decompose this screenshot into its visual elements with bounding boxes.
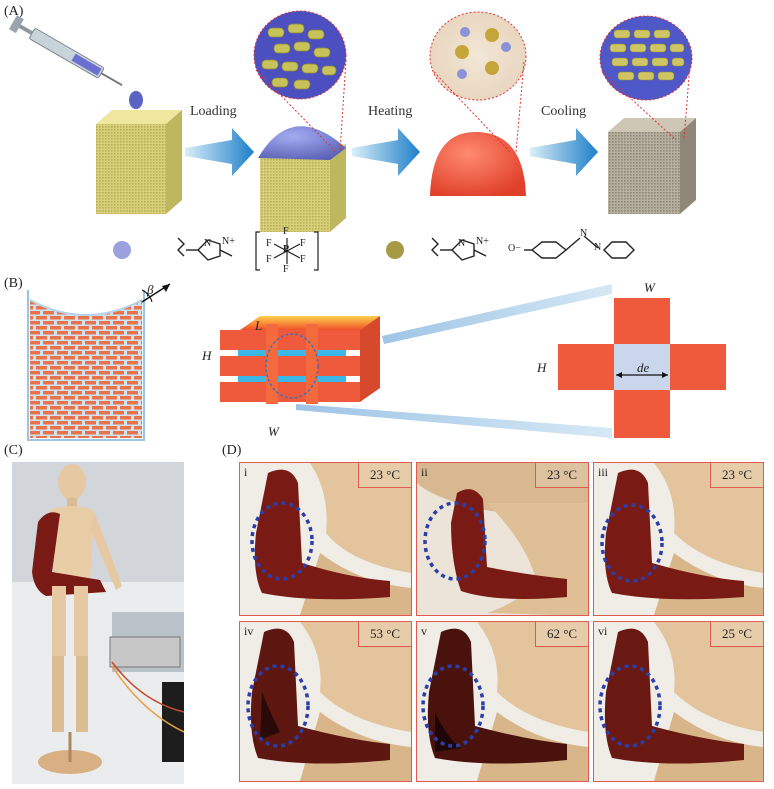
zoom-cooled (599, 15, 693, 141)
length-L-label: L (255, 318, 263, 333)
beta-label: β (147, 282, 154, 297)
mol2-ominus-label: O− (508, 243, 521, 254)
pf6-f-right-top: F (300, 238, 306, 249)
photo-i: i 23 °C (239, 462, 412, 616)
azobenzene-dye-structure (431, 235, 635, 261)
mol1-n-label: N (204, 238, 212, 249)
photo-mannequin (12, 462, 184, 784)
photo-iv: iv 53 °C (239, 621, 412, 782)
dye-dot-gold (386, 241, 404, 259)
step-heating-label: Heating (368, 104, 413, 119)
photo-v: v 62 °C (416, 621, 589, 782)
photo-ii-temp: 23 °C (535, 463, 588, 488)
melt-dome (430, 131, 526, 196)
zoom-loaded-pores (253, 10, 347, 153)
scaffold-cube-2 (258, 126, 346, 232)
magnify-beam-top (382, 284, 612, 344)
magnify-beam-bottom (296, 404, 612, 438)
zoom-melt (429, 11, 527, 153)
panel-a-schematic (8, 10, 696, 271)
photo-iii-label: iii (598, 465, 609, 479)
photo-iii: iii 23 °C (593, 462, 764, 616)
panel-label-b: (B) (4, 276, 23, 291)
cross-H-label: H (537, 360, 547, 375)
scaffold-cube-1 (96, 110, 182, 214)
syringe-icon (8, 15, 123, 87)
cation-anion-dot-blue (113, 241, 131, 259)
cross-W-label: W (644, 280, 655, 295)
photo-v-label: v (421, 624, 427, 638)
photo-iv-temp: 53 °C (358, 622, 411, 647)
pf6-f-bottom: F (283, 264, 289, 275)
photo-iv-label: iv (244, 624, 254, 638)
width-W-label: W (268, 424, 279, 439)
panel-label-d: (D) (222, 443, 242, 458)
pf6-p-label: P (283, 244, 290, 255)
pore-diameter-label: de (637, 360, 650, 375)
mol2-nplus-label: N+ (476, 236, 489, 247)
step-cooling-label: Cooling (541, 104, 587, 119)
lattice-3d (220, 316, 380, 404)
azo-n1-label: N (580, 228, 588, 239)
mol2-n-label: N (458, 238, 466, 249)
panel-label-a: (A) (4, 4, 24, 19)
photo-ii: ii 23 °C (416, 462, 589, 616)
photo-vi-label: vi (598, 624, 608, 638)
photo-i-label: i (244, 465, 248, 479)
azo-n2-label: N (594, 242, 602, 253)
pf6-anion-structure (255, 231, 319, 271)
pore-container (27, 283, 171, 441)
pf6-f-left-top: F (266, 238, 272, 249)
arrow-heating (352, 128, 420, 176)
scaffold-cube-3 (608, 118, 696, 214)
cross-section-2d (558, 298, 726, 438)
pf6-f-top: F (283, 226, 289, 237)
photo-iii-temp: 23 °C (710, 463, 763, 488)
pf6-f-right-bottom: F (300, 254, 306, 265)
photo-vi-temp: 25 °C (710, 622, 763, 647)
panel-b-schematic (27, 283, 726, 441)
photo-ii-label: ii (421, 465, 428, 479)
imidazolium-structure-1 (177, 237, 233, 261)
height-H-label: H (202, 348, 212, 363)
panel-label-c: (C) (4, 443, 23, 458)
pf6-f-left-bottom: F (266, 254, 272, 265)
arrow-cooling (530, 128, 598, 176)
photo-vi: vi 25 °C (593, 621, 764, 782)
arrow-loading (185, 128, 254, 176)
droplet-icon (129, 91, 143, 109)
photo-v-temp: 62 °C (535, 622, 588, 647)
mol1-nplus-label: N+ (222, 236, 235, 247)
photo-i-temp: 23 °C (358, 463, 411, 488)
step-loading-label: Loading (190, 104, 237, 119)
